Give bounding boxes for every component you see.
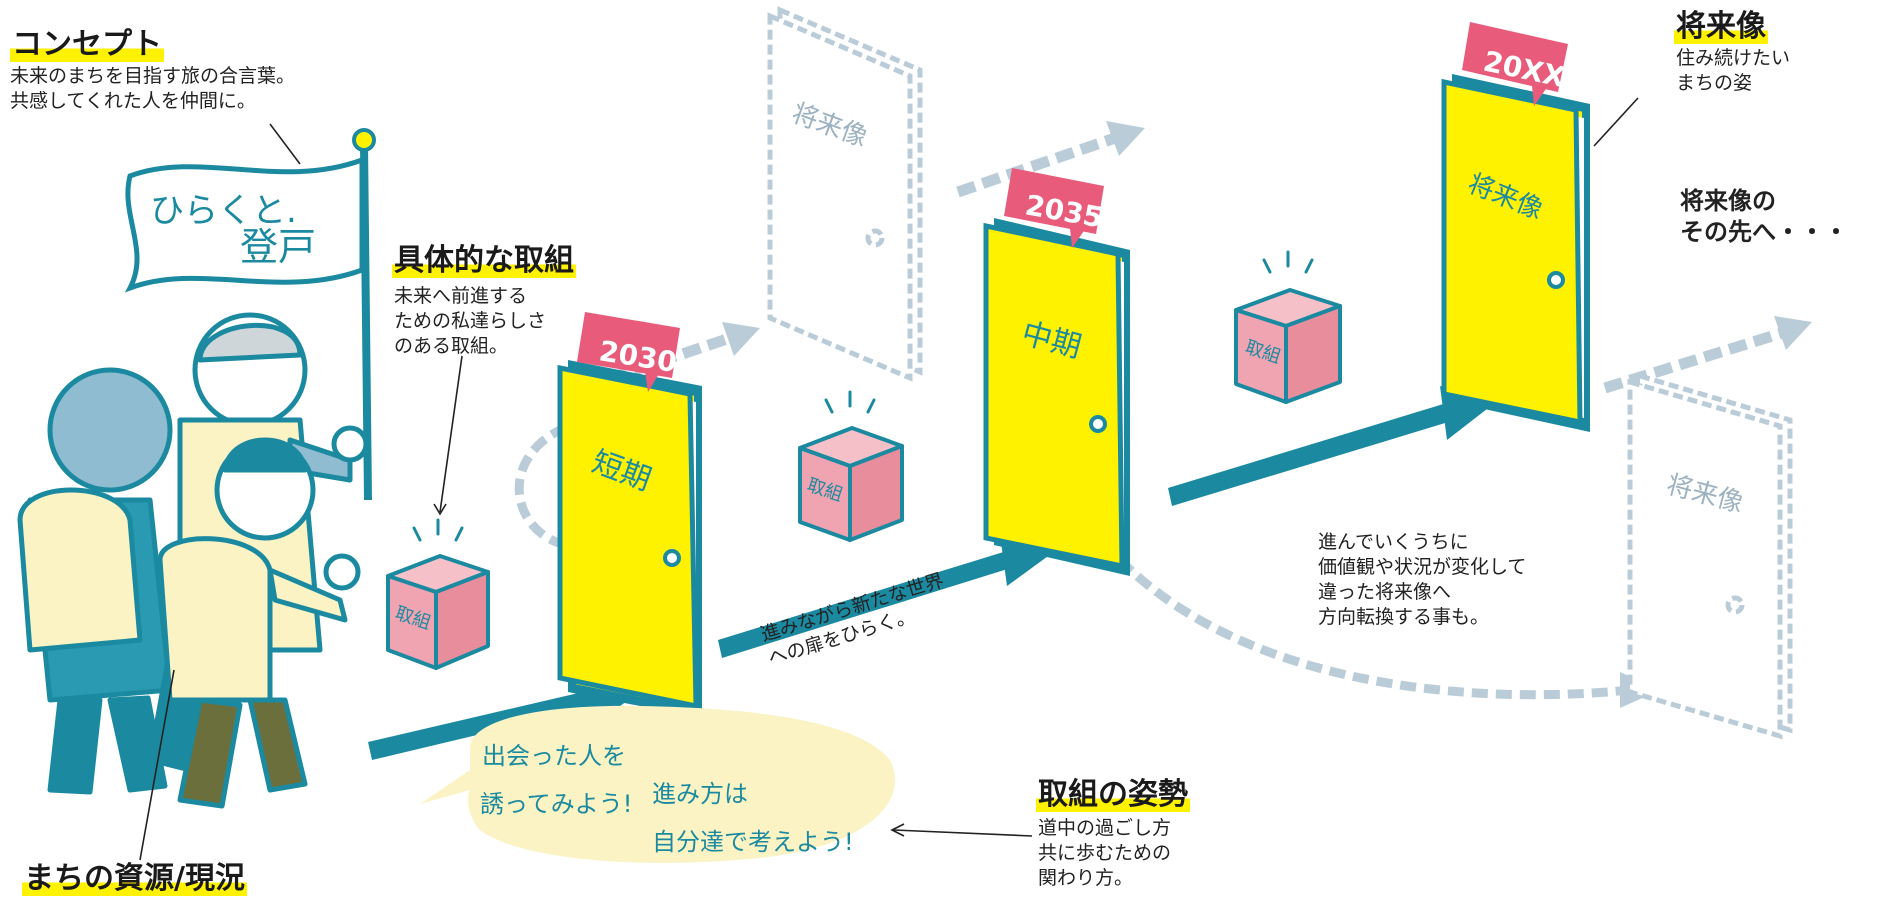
stance-heading: 取組の姿勢 — [1036, 777, 1190, 812]
door-vision — [1441, 74, 1590, 432]
actions-line-1: 未来へ前進する — [394, 285, 528, 307]
vision-desc: 住み続けたい まちの姿 — [1676, 46, 1790, 96]
flag-text-2: 登戸 — [240, 225, 316, 269]
bubble-text-3: 進み方は — [652, 780, 748, 808]
hiker-group — [17, 312, 369, 809]
flag-pole-top — [352, 128, 376, 152]
year-tag-2035 — [1004, 168, 1104, 248]
stance-desc: 道中の過ごし方 共に歩むための 関わり方。 — [1038, 816, 1171, 891]
stance-line-1: 道中の過ごし方 — [1038, 817, 1172, 839]
change-line-3: 違った将来像へ — [1318, 581, 1452, 604]
change-line-1: 進んでいくうちに — [1318, 531, 1469, 553]
vision-line-1: 住み続けたい — [1676, 47, 1791, 69]
beyond-line-2: その先へ・・・ — [1680, 218, 1848, 247]
action-box-1 — [386, 554, 490, 670]
curve-loop-left — [514, 425, 567, 550]
speech-bubble — [420, 705, 895, 863]
actions-desc: 未来へ前進する ための私達らしさ のある取組。 — [394, 284, 546, 359]
action-box-2 — [798, 426, 904, 542]
concept-line-1: 未来のまちを目指す旅の合言葉。 — [10, 65, 296, 87]
concept-heading: コンセプト — [10, 27, 164, 62]
curve-change — [1116, 556, 1631, 700]
vision-heading: 将来像 — [1674, 9, 1768, 44]
door-short-term — [557, 360, 702, 718]
change-line-4: 方向転換する事も。 — [1318, 606, 1490, 629]
bubble-text-2: 誘ってみよう! — [480, 790, 632, 818]
actions-line-2: ための私達らしさ — [394, 310, 547, 333]
concept-line-2: 共感してくれた人を仲間に。 — [10, 90, 256, 113]
ghost-arrow-1 — [558, 132, 1784, 401]
change-desc: 進んでいくうちに 価値観や状況が変化して 違った将来像へ 方向転換する事も。 — [1318, 530, 1526, 630]
year-tag-20xx — [1462, 22, 1568, 106]
vision-block: 将来像 — [1674, 9, 1768, 45]
vision-line-2: まちの姿 — [1676, 72, 1753, 95]
door-mid-term — [983, 218, 1130, 576]
ghost-door-lower — [1627, 372, 1793, 740]
stance-block: 取組の姿勢 — [1036, 777, 1190, 813]
bubble-text-1: 出会った人を — [482, 742, 626, 770]
actions-block: 具体的な取組 — [392, 243, 576, 279]
stance-line-3: 関わり方。 — [1038, 867, 1134, 890]
leader-lines — [139, 97, 1639, 861]
resources-block: まちの資源/現況 — [22, 861, 247, 897]
beyond-line-1: 将来像の — [1680, 187, 1776, 215]
resources-heading: まちの資源/現況 — [22, 861, 247, 896]
flag-text-1: ひらくと. — [150, 191, 297, 231]
change-line-2: 価値観や状況が変化して — [1318, 556, 1527, 579]
concept-desc: 未来のまちを目指す旅の合言葉。 共感してくれた人を仲間に。 — [10, 64, 295, 114]
stance-line-2: 共に歩むための — [1038, 842, 1172, 865]
flag — [124, 156, 365, 293]
actions-line-3: のある取組。 — [394, 335, 509, 358]
beyond-text: 将来像の その先へ・・・ — [1680, 186, 1848, 248]
concept-block: コンセプト — [10, 27, 164, 63]
sparkles — [412, 250, 1314, 542]
year-tag-2030 — [577, 312, 680, 392]
action-box-3 — [1234, 288, 1342, 404]
ghost-arrowheads — [722, 121, 1812, 356]
ghost-door-upper — [767, 6, 923, 382]
bubble-text-4: 自分達で考えよう! — [652, 828, 854, 856]
actions-heading: 具体的な取組 — [392, 243, 576, 278]
